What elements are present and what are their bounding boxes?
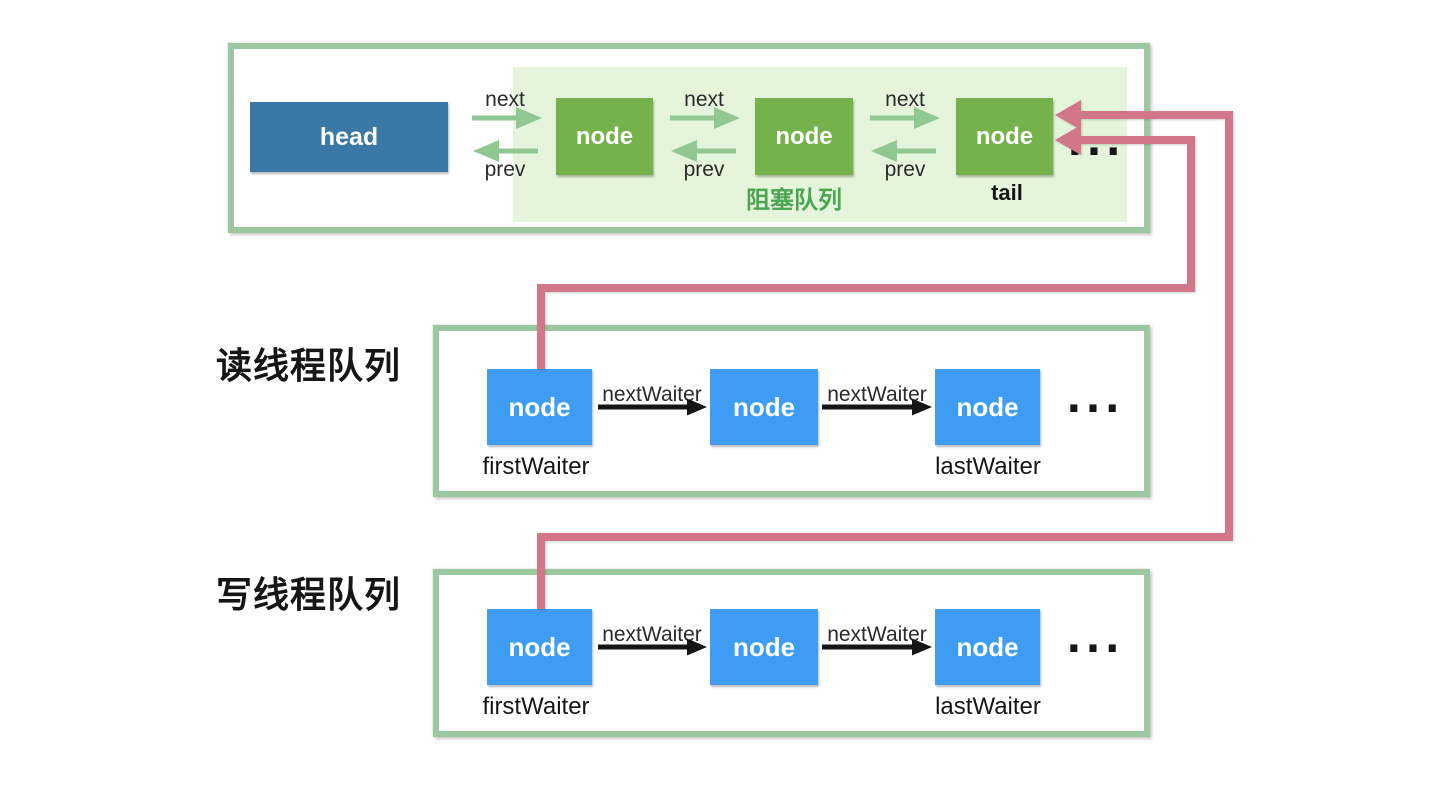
write-next-waiter-label-1: nextWaiter <box>602 623 702 646</box>
blocking-queue-ellipsis: ... <box>1067 119 1125 165</box>
head-node: head <box>250 102 448 172</box>
write-node-3-label: node <box>956 631 1019 662</box>
read-node-3: node <box>935 369 1040 445</box>
read-node-3-label: node <box>956 391 1019 422</box>
write-node-2-label: node <box>732 631 796 662</box>
blocking-node-2: node <box>755 98 853 175</box>
read-next-waiter-label-2: nextWaiter <box>827 383 927 406</box>
prev-label-3: prev <box>884 158 926 181</box>
next-label-3: next <box>885 88 925 111</box>
blocking-queue-label: 阻塞队列 <box>746 187 842 214</box>
next-label-1: next <box>485 88 525 111</box>
read-next-waiter-label-1: nextWaiter <box>602 383 702 406</box>
read-node-2-label: node <box>732 391 796 422</box>
read-queue-title: 读线程队列 <box>216 345 402 386</box>
next-label-2: next <box>684 88 724 111</box>
write-node-1-label: node <box>508 631 571 662</box>
blocking-node-3: node <box>956 98 1053 175</box>
write-node-2: node <box>710 609 818 685</box>
read-last-waiter-label: lastWaiter <box>935 453 1041 480</box>
read-queue-ellipsis: ... <box>1066 376 1124 422</box>
write-node-3: node <box>935 609 1040 685</box>
write-queue-ellipsis: ... <box>1066 616 1124 662</box>
prev-label-2: prev <box>683 158 725 181</box>
write-node-1: node <box>487 609 592 685</box>
write-queue-title: 写线程队列 <box>216 574 402 615</box>
write-next-waiter-label-2: nextWaiter <box>827 623 927 646</box>
read-node-1-label: node <box>508 391 571 422</box>
blocking-node-2-label: node <box>775 122 833 150</box>
write-first-waiter-label: firstWaiter <box>482 693 590 720</box>
head-node-label: head <box>319 122 379 151</box>
prev-label-1: prev <box>484 158 526 181</box>
read-node-2: node <box>710 369 818 445</box>
read-node-1: node <box>487 369 592 445</box>
write-last-waiter-label: lastWaiter <box>935 693 1041 720</box>
read-first-waiter-label: firstWaiter <box>482 453 590 480</box>
blocking-node-3-label: node <box>975 122 1034 150</box>
blocking-node-1-label: node <box>575 122 634 150</box>
tail-label: tail <box>991 180 1023 205</box>
blocking-node-1: node <box>556 98 653 175</box>
